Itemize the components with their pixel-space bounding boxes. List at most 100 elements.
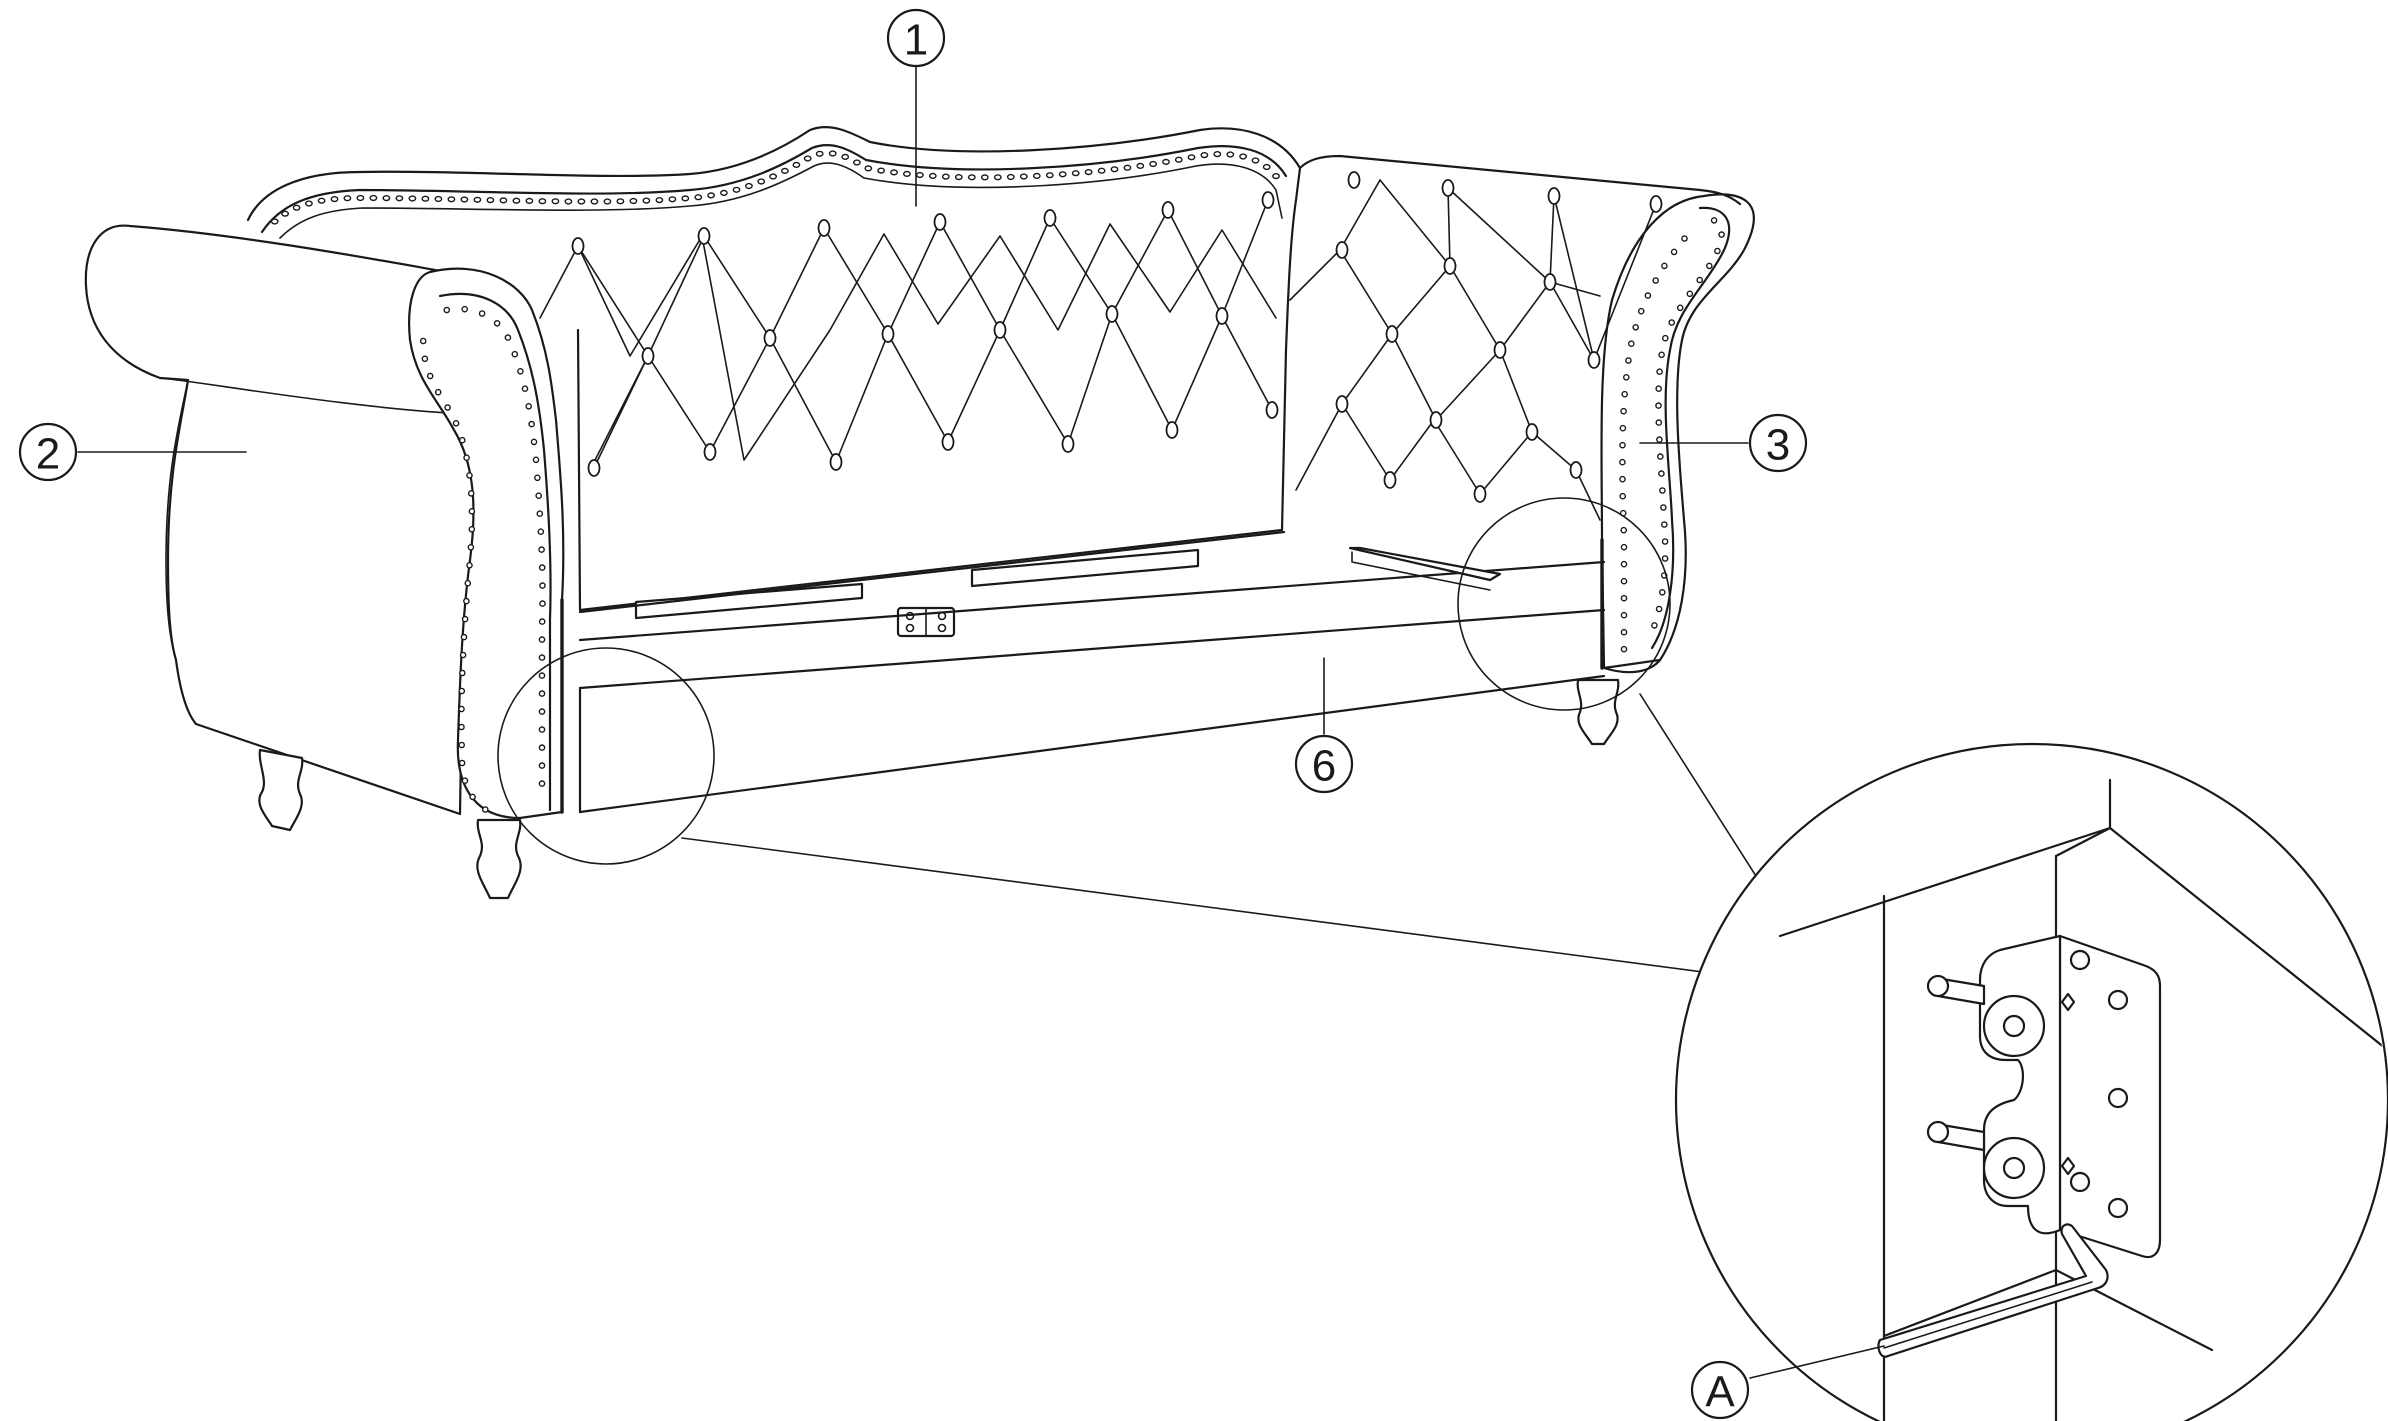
nailhead	[525, 197, 534, 205]
nailhead	[732, 186, 741, 193]
nailhead	[434, 195, 443, 203]
nailhead	[1660, 504, 1667, 511]
nailhead	[468, 507, 476, 515]
nailhead	[458, 436, 466, 444]
nailhead	[369, 194, 378, 202]
nailhead	[330, 196, 339, 203]
callout-label-6: 6	[1312, 742, 1336, 791]
tufting-button	[1473, 485, 1487, 503]
nailhead	[408, 195, 417, 202]
nailhead	[1045, 172, 1054, 179]
nailhead	[1661, 538, 1669, 545]
nailhead	[1162, 158, 1170, 166]
nailhead	[1084, 169, 1093, 176]
backrest-part-1	[246, 126, 1302, 638]
nailhead	[916, 171, 924, 179]
nailhead	[1718, 231, 1725, 238]
tufting-button	[1043, 209, 1057, 227]
nailhead	[1262, 163, 1271, 171]
nailhead	[511, 350, 519, 358]
nailhead	[538, 618, 546, 625]
nailhead	[1632, 323, 1639, 331]
nailhead	[1251, 157, 1260, 164]
nailhead	[538, 198, 547, 205]
nailhead	[1123, 164, 1132, 171]
nailhead	[1657, 453, 1664, 460]
nailhead	[1620, 577, 1628, 585]
nailhead	[461, 777, 469, 785]
nailhead	[1655, 419, 1663, 426]
nailhead	[577, 198, 586, 205]
nailhead	[1621, 390, 1628, 398]
nailhead	[1628, 340, 1635, 348]
tufting-button	[1335, 395, 1349, 413]
nailhead	[444, 404, 451, 411]
nailhead	[458, 687, 466, 695]
backrest-tufting-buttons	[571, 191, 1279, 477]
tufting-button	[587, 459, 601, 477]
nailhead	[1620, 560, 1628, 568]
nailhead	[538, 744, 546, 751]
tufting-button	[941, 433, 955, 451]
nailhead	[421, 195, 430, 202]
nailhead	[1662, 334, 1669, 342]
nailhead	[603, 198, 612, 205]
nailhead	[1187, 154, 1196, 161]
nailhead	[467, 544, 475, 551]
tufting-button	[1265, 401, 1279, 419]
nailhead	[539, 582, 546, 589]
nailhead	[903, 170, 911, 178]
tufting-button	[1215, 307, 1229, 325]
nailhead	[590, 198, 599, 205]
nailhead	[1620, 407, 1627, 415]
nailhead	[356, 194, 365, 202]
tufting-button	[1347, 171, 1361, 189]
right-arm-nailhead-trim	[1619, 217, 1725, 653]
nailhead	[551, 198, 560, 205]
nailhead	[493, 319, 501, 327]
callout-label-1: 1	[904, 16, 928, 65]
nailhead	[499, 197, 508, 204]
nailhead	[504, 334, 512, 341]
nailhead	[1620, 594, 1628, 602]
nailhead	[486, 197, 495, 204]
tufting-button	[1105, 305, 1119, 323]
nailhead	[458, 741, 466, 749]
nailhead	[1655, 385, 1662, 393]
nailhead	[1625, 357, 1632, 364]
tufting-button	[933, 213, 947, 231]
nailhead	[1620, 526, 1627, 534]
nailhead	[270, 218, 279, 225]
nailhead	[864, 165, 873, 172]
tufting-button	[817, 219, 831, 237]
tufting-button	[571, 237, 585, 255]
nailhead	[538, 726, 546, 733]
nailhead	[478, 310, 486, 317]
nailhead	[458, 723, 465, 731]
nailhead	[538, 564, 546, 571]
nailhead	[538, 690, 546, 697]
nailhead	[815, 150, 824, 157]
tufting-button	[1335, 241, 1349, 259]
nailhead	[1652, 277, 1659, 284]
tufting-button	[1587, 351, 1601, 369]
tufting-button	[1547, 187, 1561, 205]
nailhead	[464, 579, 472, 587]
nailhead	[1272, 173, 1280, 180]
nailhead	[460, 633, 468, 641]
nailhead	[1149, 160, 1158, 168]
nailhead	[537, 528, 545, 536]
nailhead	[1032, 172, 1041, 180]
nailhead	[1661, 521, 1668, 528]
nailhead	[1656, 436, 1663, 443]
nailhead	[525, 402, 533, 410]
callout-part-3: 3	[1748, 413, 1808, 473]
nailhead	[481, 806, 489, 813]
nailhead	[1659, 487, 1666, 494]
callout-leaders	[77, 59, 1885, 1379]
nailhead	[941, 173, 950, 180]
nailhead	[538, 762, 546, 769]
nailhead	[452, 419, 460, 427]
magnified-bracket-detail	[1675, 743, 2388, 1421]
